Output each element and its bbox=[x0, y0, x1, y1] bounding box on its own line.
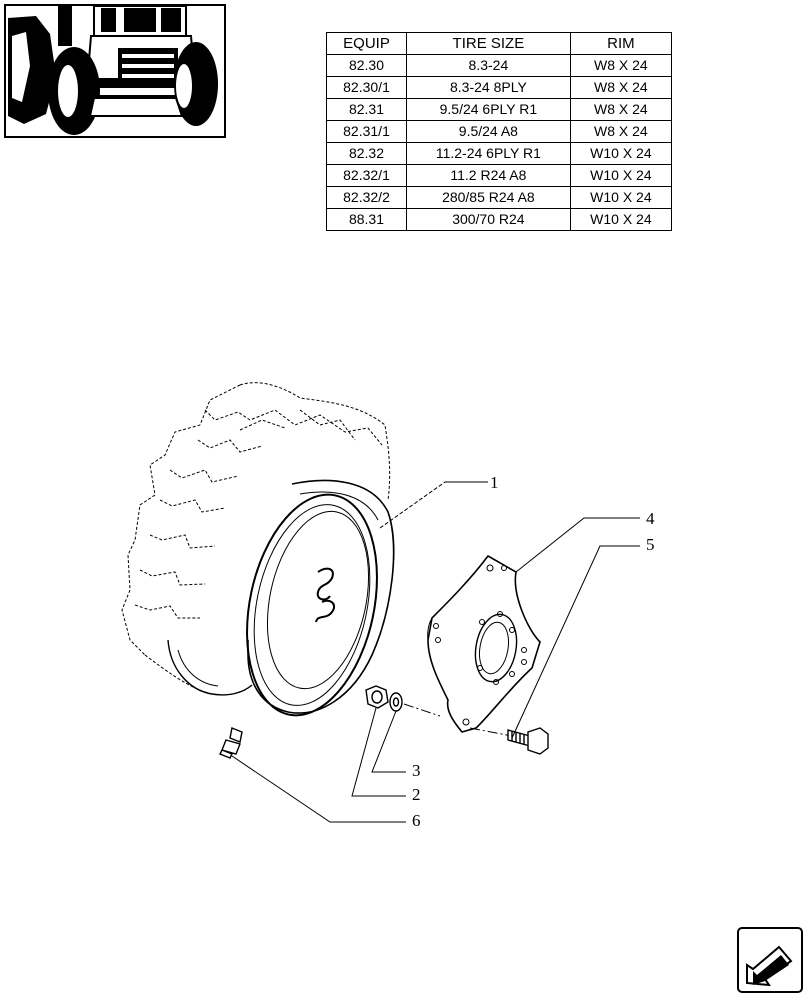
cell-equip: 82.31/1 bbox=[326, 120, 407, 143]
valve-stem bbox=[219, 727, 243, 759]
tire-outline bbox=[121, 382, 391, 696]
cell-tire-size: 300/70 R24 bbox=[406, 208, 571, 231]
wheel-center-plate bbox=[427, 554, 541, 733]
cell-tire-size: 11.2-24 6PLY R1 bbox=[406, 142, 571, 165]
callout-5: 5 bbox=[646, 535, 655, 554]
tire-rim-spec-table: EQUIP TIRE SIZE RIM 82.30 8.3-24 W8 X 24… bbox=[326, 32, 673, 231]
cell-equip: 88.31 bbox=[326, 208, 407, 231]
cell-tire-size: 8.3-24 8PLY bbox=[406, 76, 571, 99]
next-page-button[interactable] bbox=[737, 927, 803, 993]
callout-4: 4 bbox=[646, 509, 655, 528]
cell-rim: W10 X 24 bbox=[569, 164, 673, 187]
cell-rim: W10 X 24 bbox=[569, 142, 673, 165]
header-rim: RIM bbox=[569, 32, 673, 55]
tractor-thumbnail bbox=[4, 4, 226, 138]
next-page-arrow-icon bbox=[746, 945, 793, 987]
cell-equip: 82.32/1 bbox=[326, 164, 407, 187]
header-equip: EQUIP bbox=[326, 32, 407, 55]
table-row: 82.30/1 8.3-24 8PLY W8 X 24 bbox=[326, 76, 673, 99]
cell-equip: 82.32 bbox=[326, 142, 407, 165]
callout-2: 2 bbox=[412, 785, 421, 804]
header-tire-size: TIRE SIZE bbox=[406, 32, 571, 55]
callout-3: 3 bbox=[412, 761, 421, 780]
cell-equip: 82.31 bbox=[326, 98, 407, 121]
axis-line bbox=[403, 703, 441, 717]
table-row: 82.32 11.2-24 6PLY R1 W10 X 24 bbox=[326, 142, 673, 165]
washer bbox=[389, 692, 403, 712]
table-row: 82.31/1 9.5/24 A8 W8 X 24 bbox=[326, 120, 673, 143]
cell-rim: W8 X 24 bbox=[569, 76, 673, 99]
table-row: 82.32/1 11.2 R24 A8 W10 X 24 bbox=[326, 164, 673, 187]
table-row: 82.32/2 280/85 R24 A8 W10 X 24 bbox=[326, 186, 673, 209]
nut bbox=[365, 685, 389, 709]
cell-tire-size: 280/85 R24 A8 bbox=[406, 186, 571, 209]
table-header-row: EQUIP TIRE SIZE RIM bbox=[326, 32, 673, 55]
leader-lines bbox=[231, 481, 640, 823]
rim bbox=[246, 479, 395, 717]
tractor-icon bbox=[6, 6, 224, 136]
bolt bbox=[507, 727, 549, 755]
cell-equip: 82.30 bbox=[326, 54, 407, 77]
callout-1: 1 bbox=[490, 473, 499, 492]
cell-rim: W10 X 24 bbox=[569, 186, 673, 209]
axis-line bbox=[469, 727, 513, 737]
callout-6: 6 bbox=[412, 811, 421, 830]
table-row: 88.31 300/70 R24 W10 X 24 bbox=[326, 208, 673, 231]
cell-rim: W10 X 24 bbox=[569, 208, 673, 231]
